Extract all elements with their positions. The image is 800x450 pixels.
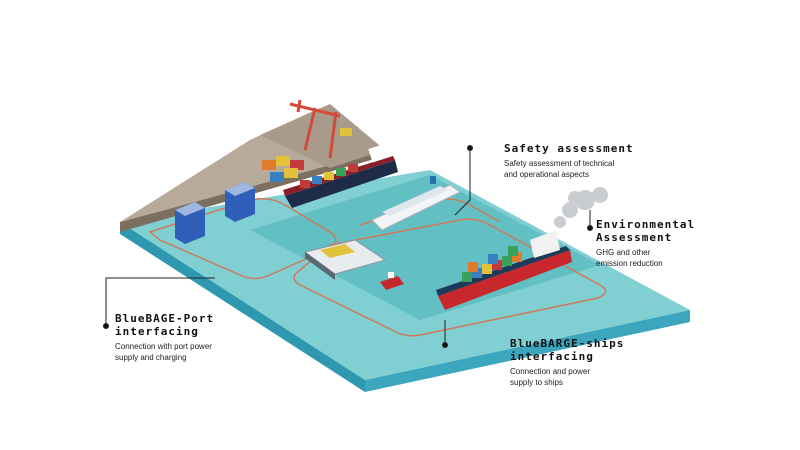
callout-leaders — [103, 145, 593, 348]
quay-edge — [260, 104, 385, 168]
port-charging-unit-2 — [225, 182, 255, 222]
port-charging-unit-1 — [175, 202, 205, 244]
tug-boat — [380, 272, 404, 290]
container-ship-main — [436, 230, 572, 310]
callout-description: Connection and power supply to ships — [510, 367, 591, 387]
callout-description: Connection with port power supply and ch… — [115, 342, 212, 362]
callout-title: BlueBAGE-Port interfacing — [115, 312, 215, 338]
callout-title: Environmental Assessment — [596, 218, 696, 244]
zone-port — [148, 198, 337, 280]
callout-description: Safety assessment of technical and opera… — [504, 159, 615, 179]
callout-port-interfacing: BlueBAGE-Port interfacing Connection wit… — [115, 312, 214, 363]
callout-environmental-assessment: Environmental Assessment GHG and other e… — [596, 218, 695, 269]
emission-cloud-icon — [554, 187, 608, 228]
blue-barge — [303, 239, 387, 280]
callout-description: GHG and other emission reduction — [596, 248, 663, 268]
callout-safety-assessment: Safety assessment Safety assessment of t… — [504, 142, 634, 180]
gantry-crane — [289, 99, 341, 159]
container-ship-quay — [283, 143, 398, 208]
cruise-ship — [371, 176, 461, 231]
water-side-right — [365, 310, 690, 392]
callout-title: Safety assessment — [504, 142, 634, 155]
quay-containers — [262, 128, 352, 182]
callout-title: BlueBARGE-ships interfacing — [510, 337, 625, 363]
zone-ships — [293, 218, 607, 337]
callout-ships-interfacing: BlueBARGE-ships interfacing Connection a… — [510, 337, 624, 388]
water-side — [120, 222, 365, 392]
